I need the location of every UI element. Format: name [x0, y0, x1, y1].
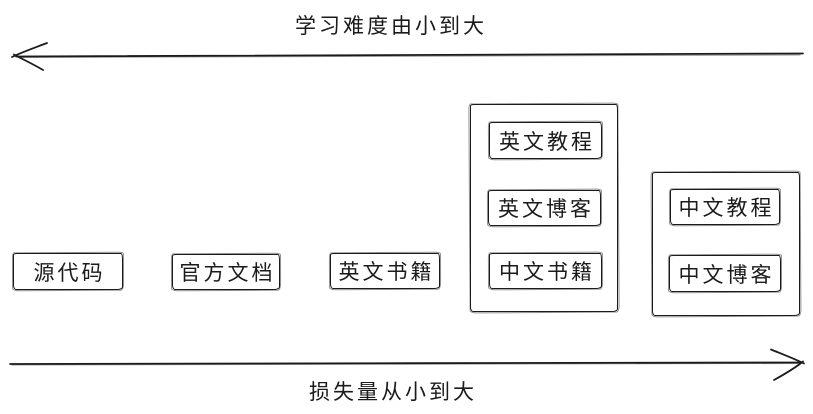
node-chinese-books-label: 中文书籍: [499, 261, 595, 284]
group-english-resources: 英文教程 英文博客 中文书籍: [470, 104, 618, 312]
node-english-blogs: 英文博客: [488, 190, 601, 226]
node-official-docs: 官方文档: [172, 254, 280, 290]
node-chinese-tutorials: 中文教程: [670, 189, 780, 225]
node-english-books-label: 英文书籍: [338, 261, 435, 284]
top-arrow-head-upper: [11, 42, 48, 58]
bottom-arrow-line-ghost: [11, 363, 799, 366]
top-arrow-line: [15, 52, 804, 58]
node-english-books: 英文书籍: [330, 253, 440, 289]
top-arrow-line-ghost: [19, 54, 801, 58]
node-english-tutorials: 英文教程: [489, 122, 602, 159]
node-official-docs-label: 官方文档: [179, 262, 276, 285]
node-chinese-tutorials-label: 中文教程: [678, 197, 775, 220]
node-source-code: 源代码: [13, 253, 123, 290]
group-chinese-resources: 中文教程 中文博客: [652, 172, 800, 316]
top-arrow-head-lower: [13, 53, 44, 71]
node-english-tutorials-label: 英文教程: [499, 130, 595, 154]
top-axis-arrow: [11, 42, 804, 71]
top-axis-label: 学习难度由小到大: [295, 15, 487, 38]
node-chinese-books: 中文书籍: [489, 253, 602, 289]
node-chinese-blogs-label: 中文博客: [678, 263, 775, 287]
bottom-arrow-head-upper: [770, 348, 805, 365]
bottom-arrow-head-lower: [773, 360, 804, 381]
node-english-blogs-label: 英文博客: [498, 198, 594, 221]
node-source-code-label: 源代码: [33, 261, 106, 285]
bottom-arrow-line: [9, 361, 803, 365]
node-chinese-blogs: 中文博客: [669, 255, 781, 292]
bottom-axis-label: 损失量从小到大: [309, 381, 477, 404]
